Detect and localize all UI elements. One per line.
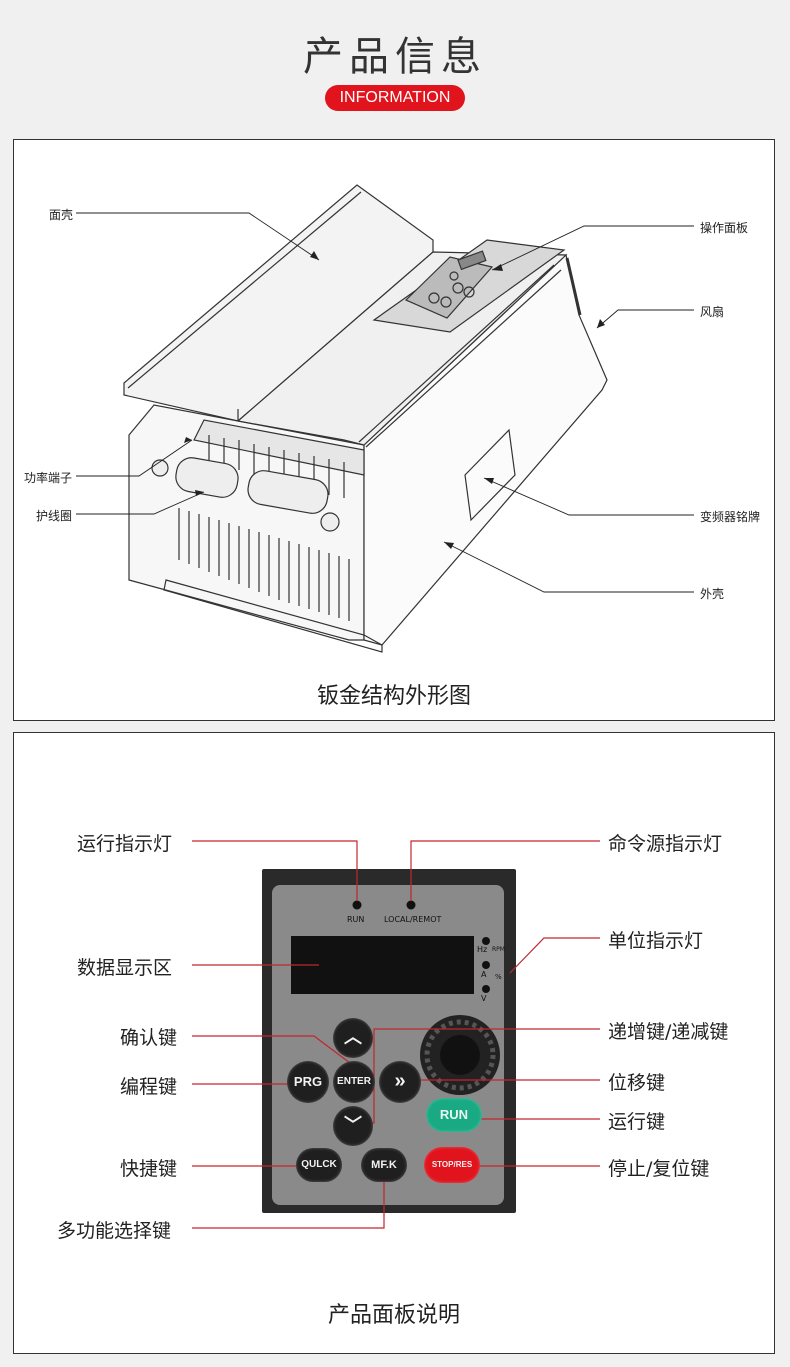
label-data-display: 数据显示区: [77, 957, 173, 979]
vent-grille: [178, 508, 350, 621]
structure-caption: 钣金结构外形图: [316, 684, 471, 709]
section-badge: INFORMATION: [325, 85, 465, 111]
chevron-up-icon: ︿: [344, 1027, 362, 1047]
label-cover: 面壳: [49, 208, 74, 222]
panel-figure: RUN LOCAL/REMOT Hz RPM A % V ︿ PRG ENTER…: [13, 732, 775, 1354]
label-housing: 外壳: [700, 587, 725, 601]
mfk-key[interactable]: MF.K: [361, 1148, 407, 1182]
terminal-block: [193, 419, 365, 498]
keypad: [404, 256, 494, 319]
chevron-down-icon: ﹀: [344, 1115, 362, 1135]
down-key[interactable]: ﹀: [333, 1106, 373, 1146]
display-area: [291, 936, 474, 994]
up-key[interactable]: ︿: [333, 1018, 373, 1058]
label-run-key: 运行键: [608, 1111, 666, 1133]
label-command-source-indicator: 命令源指示灯: [608, 833, 723, 855]
unit-a-label: A: [481, 970, 487, 979]
quick-key[interactable]: QULCK: [296, 1148, 342, 1182]
label-unit-indicator: 单位指示灯: [608, 930, 704, 952]
panel-caption: 产品面板说明: [327, 1303, 460, 1328]
unit-v-label: V: [481, 994, 487, 1003]
prg-key[interactable]: PRG: [287, 1061, 329, 1103]
panel-leader-lines: [192, 840, 600, 1229]
label-power-terminal: 功率端子: [24, 471, 73, 485]
potentiometer-knob: [420, 1015, 500, 1095]
base-plate: [163, 579, 383, 653]
label-run-indicator: 运行指示灯: [77, 833, 173, 855]
label-shift-key: 位移键: [608, 1072, 666, 1094]
label-operation-panel: 操作面板: [700, 221, 749, 235]
label-program-key: 编程键: [120, 1076, 178, 1098]
label-up-down-key: 递增键/递减键: [608, 1021, 729, 1043]
label-multifunction-key: 多功能选择键: [57, 1220, 172, 1242]
label-nameplate: 变频器铭牌: [700, 510, 761, 524]
run-key[interactable]: RUN: [426, 1098, 482, 1132]
stop-reset-key[interactable]: STOP/RES: [424, 1147, 480, 1183]
unit-pct-label: %: [495, 973, 502, 981]
label-wire-ring: 护线圈: [36, 509, 73, 523]
led-local-label: LOCAL/REMOT: [384, 915, 442, 924]
leader-lines: [76, 212, 694, 593]
shift-key[interactable]: »: [379, 1061, 421, 1103]
wire-ring-1: [175, 457, 239, 498]
label-confirm-key: 确认键: [120, 1027, 178, 1049]
enter-key[interactable]: ENTER: [333, 1061, 375, 1103]
nameplate-shape: [464, 428, 516, 522]
wire-ring-2: [247, 470, 329, 514]
unit-hz-label: Hz: [477, 945, 488, 954]
label-stop-reset-key: 停止/复位键: [608, 1158, 710, 1180]
label-fan: 风扇: [700, 305, 725, 319]
double-chevron-right-icon: »: [394, 1070, 406, 1092]
unit-rpm-label: RPM: [492, 946, 505, 953]
inverter-drawing: [76, 184, 694, 653]
page-title: 产品信息: [303, 34, 487, 80]
led-run-label: RUN: [347, 915, 365, 924]
arrow-heads: [184, 251, 605, 549]
label-shortcut-key: 快捷键: [120, 1158, 178, 1180]
structure-figure: 面壳 功率端子 护线圈 操作面板 风扇 变频器铭牌 外壳 钣金结构外形图: [13, 139, 775, 721]
